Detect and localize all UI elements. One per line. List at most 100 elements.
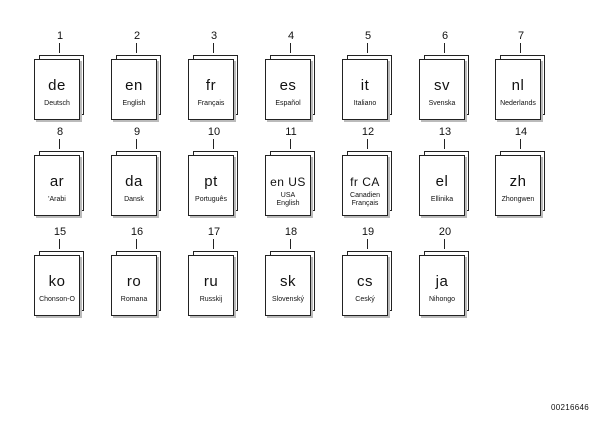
language-name-line: Ellinika <box>430 196 454 203</box>
language-name-line: Russkij <box>199 296 223 303</box>
language-name-line: USA <box>280 192 296 199</box>
language-name-line: English <box>276 200 300 207</box>
callout-leader-line <box>59 139 60 149</box>
language-name-line: Chonson-O <box>39 296 75 303</box>
callout-leader-line <box>290 239 291 249</box>
language-name: Chonson-O <box>35 296 79 304</box>
language-name: Russkij <box>189 296 233 304</box>
callout-number: 6 <box>441 30 449 42</box>
callout-number: 15 <box>53 226 67 238</box>
language-code: es <box>279 77 297 94</box>
language-name: Deutsch <box>35 100 79 108</box>
language-name: Ceský <box>343 296 387 304</box>
language-name: Dansk <box>112 196 156 204</box>
language-booklet-8: 8 ar 'Arabi <box>34 126 86 222</box>
language-name-line: Español <box>275 100 301 107</box>
language-name-line: English <box>122 100 146 107</box>
language-code: ja <box>435 273 449 290</box>
callout-number: 14 <box>514 126 528 138</box>
callout-number: 16 <box>130 226 144 238</box>
language-name-line: Nihongo <box>428 296 456 303</box>
language-name-line: Português <box>195 196 227 203</box>
callout-number: 8 <box>56 126 64 138</box>
language-code: pt <box>204 173 218 190</box>
callout-leader-line <box>136 139 137 149</box>
callout-leader-line <box>213 43 214 53</box>
callout-leader-line <box>213 139 214 149</box>
language-code: en <box>125 77 143 94</box>
callout-leader-line <box>290 139 291 149</box>
language-code: el <box>435 173 449 190</box>
callout-number: 9 <box>133 126 141 138</box>
callout-number: 19 <box>361 226 375 238</box>
callout-leader-line <box>520 139 521 149</box>
language-name-line: Français <box>197 100 225 107</box>
language-name-line: Italiano <box>353 100 377 107</box>
language-code: zh <box>509 173 527 190</box>
callout-leader-line <box>444 43 445 53</box>
language-name: Português <box>189 196 233 204</box>
callout-leader-line <box>136 43 137 53</box>
figure-id: 00216646 <box>551 403 589 412</box>
language-name: Français <box>189 100 233 108</box>
callout-leader-line <box>213 239 214 249</box>
callout-leader-line <box>444 139 445 149</box>
callout-number: 4 <box>287 30 295 42</box>
callout-number: 13 <box>438 126 452 138</box>
callout-number: 11 <box>285 126 297 138</box>
language-name-line: Romana <box>120 296 148 303</box>
callout-number: 12 <box>361 126 375 138</box>
callout-leader-line <box>59 43 60 53</box>
callout-leader-line <box>136 239 137 249</box>
language-name-line: 'Arabi <box>48 196 66 203</box>
callout-number: 2 <box>133 30 141 42</box>
language-name: Italiano <box>343 100 387 108</box>
callout-number: 1 <box>56 30 64 42</box>
callout-leader-line <box>444 239 445 249</box>
callout-number: 20 <box>438 226 452 238</box>
language-code: ar <box>49 173 65 190</box>
booklet-cover: ar 'Arabi <box>34 155 80 216</box>
language-code: ko <box>48 273 66 290</box>
callout-number: 7 <box>517 30 525 42</box>
language-name-line: Slovenský <box>272 296 304 303</box>
language-code: fr <box>205 77 217 94</box>
language-code: fr CA <box>350 175 380 189</box>
callout-leader-line <box>290 43 291 53</box>
language-name: Zhongwen <box>496 196 540 204</box>
callout-number: 10 <box>207 126 221 138</box>
language-code: sv <box>434 77 450 94</box>
language-name: Svenska <box>420 100 464 108</box>
callout-number: 3 <box>210 30 218 42</box>
language-name-line: Zhongwen <box>501 196 535 203</box>
callout-number: 18 <box>284 226 298 238</box>
language-name: Nihongo <box>420 296 464 304</box>
